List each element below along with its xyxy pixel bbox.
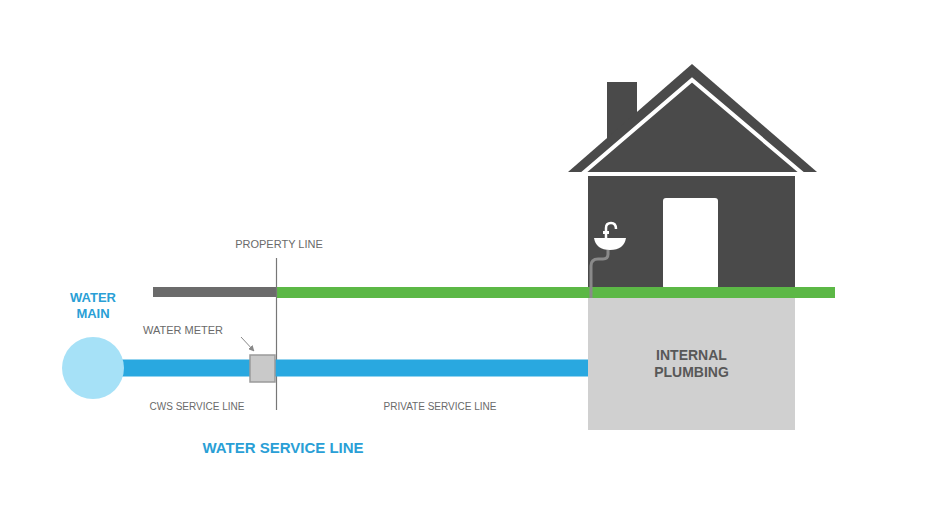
section-title: WATER SERVICE LINE bbox=[202, 439, 363, 456]
water-pipe bbox=[122, 360, 588, 377]
main-circle bbox=[61, 336, 125, 400]
pavement bbox=[153, 287, 276, 297]
sink-handle bbox=[603, 231, 609, 234]
property-line-label: PROPERTY LINE bbox=[235, 238, 323, 250]
water-main: WATER MAIN bbox=[53, 290, 133, 400]
property-line bbox=[276, 258, 277, 410]
internal-plumbing-box: INTERNAL PLUMBING bbox=[588, 298, 795, 430]
sink-faucet bbox=[606, 223, 616, 238]
sink-basin bbox=[594, 238, 626, 250]
leader-arrow bbox=[241, 337, 254, 351]
house-body bbox=[588, 176, 795, 289]
node-label: INTERNAL PLUMBING bbox=[637, 347, 747, 381]
segment-label: PRIVATE SERVICE LINE bbox=[384, 401, 497, 412]
meter-label: WATER METER bbox=[143, 324, 223, 336]
lawn bbox=[276, 287, 835, 298]
door bbox=[663, 198, 718, 289]
water-meter bbox=[250, 355, 275, 382]
roof-trim bbox=[582, 80, 803, 174]
node-label: WATER MAIN bbox=[56, 290, 130, 321]
segment-label: CWS SERVICE LINE bbox=[150, 401, 245, 412]
